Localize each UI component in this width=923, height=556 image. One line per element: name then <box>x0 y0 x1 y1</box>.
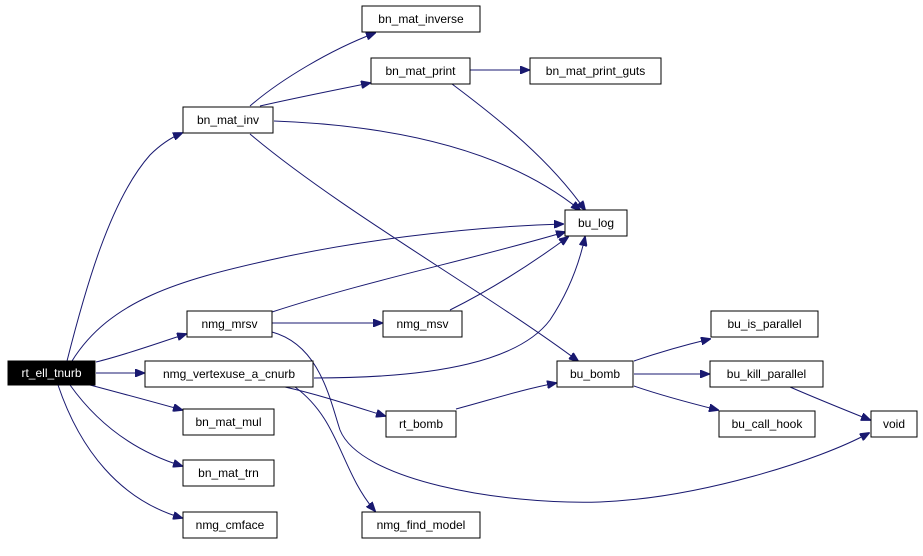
node-bu_is_parallel[interactable]: bu_is_parallel <box>710 310 819 338</box>
node-label-nmg_find_model: nmg_find_model <box>377 518 466 532</box>
edge-bn_mat_inv-bu_log <box>273 120 580 210</box>
node-label-bu_bomb: bu_bomb <box>570 367 620 381</box>
node-bu_kill_parallel[interactable]: bu_kill_parallel <box>709 360 824 388</box>
edge-bn_mat_inv-bu_bomb <box>249 133 578 361</box>
node-label-bn_mat_print_guts: bn_mat_print_guts <box>546 64 645 78</box>
nodes-layer: rt_ell_tnurb bn_mat_inv bn_mat_inverse b… <box>7 5 918 539</box>
node-nmg_cmface[interactable]: nmg_cmface <box>182 511 278 539</box>
node-bn_mat_mul[interactable]: bn_mat_mul <box>182 408 275 436</box>
node-bu_bomb[interactable]: bu_bomb <box>556 360 634 388</box>
node-nmg_mrsv[interactable]: nmg_mrsv <box>186 310 273 338</box>
node-label-rt_bomb: rt_bomb <box>399 417 443 431</box>
node-label-bu_is_parallel: bu_is_parallel <box>727 317 801 331</box>
node-bu_log[interactable]: bu_log <box>564 209 628 237</box>
node-label-bn_mat_inverse: bn_mat_inverse <box>378 12 464 26</box>
edge-rt_ell_tnurb-bn_mat_trn <box>69 384 182 466</box>
node-label-bn_mat_mul: bn_mat_mul <box>195 415 261 429</box>
edge-rt_ell_tnurb-bn_mat_mul <box>89 384 182 410</box>
node-label-bu_call_hook: bu_call_hook <box>732 417 804 431</box>
edge-nmg_mrsv-bu_log <box>271 232 565 313</box>
edge-bn_mat_print-bu_log <box>451 83 585 210</box>
edge-nmg_vertexuse_a_cnurb-rt_bomb <box>284 386 385 416</box>
edge-bu_bomb-bu_is_parallel <box>633 339 710 362</box>
edge-bn_mat_inv-bn_mat_print <box>259 83 370 107</box>
node-nmg_vertexuse_a_cnurb[interactable]: nmg_vertexuse_a_cnurb <box>144 360 314 388</box>
edge-rt_ell_tnurb-bn_mat_inv <box>66 133 182 362</box>
edge-rt_bomb-bu_bomb <box>455 383 556 410</box>
node-label-bu_kill_parallel: bu_kill_parallel <box>727 367 806 381</box>
edge-nmg_msv-bu_log <box>449 237 568 311</box>
edge-nmg_vertexuse_a_cnurb-bu_log <box>313 237 585 379</box>
edge-rt_ell_tnurb-nmg_cmface <box>57 384 182 518</box>
node-label-nmg_msv: nmg_msv <box>396 317 448 331</box>
node-bn_mat_print[interactable]: bn_mat_print <box>370 57 471 85</box>
node-label-nmg_mrsv: nmg_mrsv <box>201 317 257 331</box>
edge-nmg_mrsv-void <box>271 331 869 503</box>
node-label-rt_ell_tnurb: rt_ell_tnurb <box>21 366 81 380</box>
node-label-nmg_vertexuse_a_cnurb: nmg_vertexuse_a_cnurb <box>163 367 295 381</box>
node-nmg_msv[interactable]: nmg_msv <box>382 310 463 338</box>
node-bn_mat_inv[interactable]: bn_mat_inv <box>182 106 274 134</box>
edge-bn_mat_inv-bn_mat_inverse <box>249 33 375 107</box>
node-bn_mat_print_guts[interactable]: bn_mat_print_guts <box>529 57 662 85</box>
node-bn_mat_trn[interactable]: bn_mat_trn <box>182 459 275 487</box>
edge-bu_bomb-bu_call_hook <box>633 385 718 410</box>
edge-rt_ell_tnurb-bu_log <box>71 224 563 362</box>
edge-rt_ell_tnurb-nmg_mrsv <box>95 334 186 363</box>
node-rt_ell_tnurb[interactable]: rt_ell_tnurb <box>7 360 96 386</box>
node-void[interactable]: void <box>870 410 918 438</box>
node-label-bn_mat_trn: bn_mat_trn <box>198 466 259 480</box>
edge-bu_kill_parallel-void <box>789 386 870 420</box>
node-label-bn_mat_print: bn_mat_print <box>385 64 456 78</box>
node-label-bn_mat_inv: bn_mat_inv <box>197 113 259 127</box>
node-label-nmg_cmface: nmg_cmface <box>196 518 265 532</box>
node-bn_mat_inverse[interactable]: bn_mat_inverse <box>361 5 481 33</box>
node-bu_call_hook[interactable]: bu_call_hook <box>718 410 816 438</box>
edge-nmg_vertexuse_a_cnurb-nmg_find_model <box>294 386 375 511</box>
edges-layer <box>57 33 870 518</box>
node-label-bu_log: bu_log <box>578 216 614 230</box>
node-label-void: void <box>883 417 905 431</box>
node-nmg_find_model[interactable]: nmg_find_model <box>361 511 481 539</box>
node-rt_bomb[interactable]: rt_bomb <box>385 410 457 438</box>
